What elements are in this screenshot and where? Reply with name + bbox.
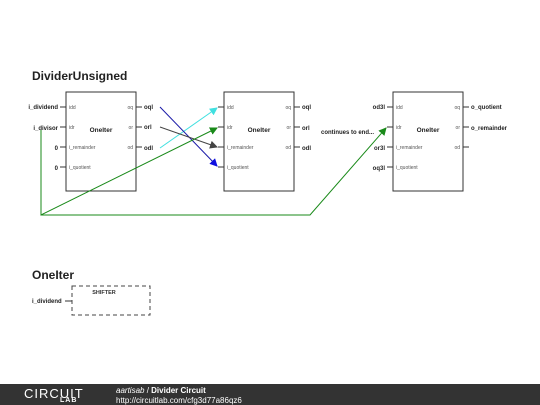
footer-separator: / xyxy=(144,386,152,395)
wire-orl-to-i-remainder xyxy=(159,126,218,149)
b1-port-idr: idr xyxy=(69,125,75,131)
net-label-b2-orl: orl xyxy=(302,126,310,132)
wire-odl-to-idd xyxy=(159,107,218,149)
footer-url[interactable]: http://circuitlab.com/cfg3d77a86qz6 xyxy=(116,396,242,405)
b2-port-i-remainder: i_remainder xyxy=(227,145,254,151)
b3-port-or: or xyxy=(456,125,461,131)
subcircuit-title: OneIter xyxy=(32,268,74,282)
net-label-b1-orl: orl xyxy=(144,125,152,131)
net-label-b2-oql: oql xyxy=(302,105,311,111)
net-label-i-dividend: i_dividend xyxy=(28,105,58,111)
b1-port-oq: oq xyxy=(127,105,133,111)
b1-port-i-quotient: i_quotient xyxy=(69,165,91,171)
b3-port-i-remainder: i_remainder xyxy=(396,145,423,151)
wire-group xyxy=(40,106,387,216)
net-label-i-divisor: i_divisor xyxy=(33,126,58,132)
footer-bar xyxy=(0,384,540,405)
net-label-continues: continues to end... xyxy=(321,130,374,136)
net-label-zero-remainder: 0 xyxy=(55,146,59,152)
b2-port-idr: idr xyxy=(227,125,233,131)
block-2-label: OneIter xyxy=(248,127,271,134)
b2-port-oq: oq xyxy=(285,105,291,111)
footer-circuit-name: Divider Circuit xyxy=(151,386,206,395)
circuitlab-logo[interactable]: CIRCUIT xyxy=(24,386,84,401)
block-3-label: OneIter xyxy=(417,127,440,134)
b3-port-oq: oq xyxy=(454,105,460,111)
net-label-oq3l: oq3l xyxy=(373,166,386,172)
shifter-label: SHIFTER xyxy=(92,290,116,296)
wire-divisor-to-b3 xyxy=(41,127,387,216)
net-label-b1-oql: oql xyxy=(144,105,153,111)
b1-port-or: or xyxy=(129,125,134,131)
b3-port-i-quotient: i_quotient xyxy=(396,165,418,171)
net-label-b2-odl: odl xyxy=(302,146,311,152)
circuitlab-logo-sub: LAB xyxy=(60,397,78,404)
b2-port-i-quotient: i_quotient xyxy=(227,165,249,171)
subcircuit-input-label: i_dividend xyxy=(32,299,62,305)
b1-port-od: od xyxy=(127,145,133,151)
diagram-title: DividerUnsigned xyxy=(32,69,127,83)
shifter-box[interactable] xyxy=(71,285,151,316)
b3-port-od: od xyxy=(454,145,460,151)
block-oneiter-3[interactable]: OneIter idd idr i_remainder i_quotient o… xyxy=(387,91,469,192)
net-label-b1-odl: odl xyxy=(144,146,153,152)
b3-port-idd: idd xyxy=(396,105,403,111)
b1-port-i-remainder: i_remainder xyxy=(69,145,96,151)
b3-port-idr: idr xyxy=(396,125,402,131)
net-label-o-quotient: o_quotient xyxy=(471,105,502,111)
block-oneiter-1[interactable]: OneIter idd idr i_remainder i_quotient o… xyxy=(60,91,142,192)
block-1-label: OneIter xyxy=(90,127,113,134)
block-oneiter-2[interactable]: OneIter idd idr i_remainder i_quotient o… xyxy=(218,91,300,192)
b2-port-idd: idd xyxy=(227,105,234,111)
b1-port-idd: idd xyxy=(69,105,76,111)
footer-attribution: aartisab / Divider Circuit xyxy=(116,386,206,395)
footer-author[interactable]: aartisab xyxy=(116,386,145,395)
net-label-zero-quotient: 0 xyxy=(55,166,59,172)
b2-port-or: or xyxy=(287,125,292,131)
net-label-od3l: od3l xyxy=(373,105,386,111)
net-label-o-remainder: o_remainder xyxy=(471,126,508,132)
net-label-or3l: or3l xyxy=(374,146,385,152)
b2-port-od: od xyxy=(285,145,291,151)
